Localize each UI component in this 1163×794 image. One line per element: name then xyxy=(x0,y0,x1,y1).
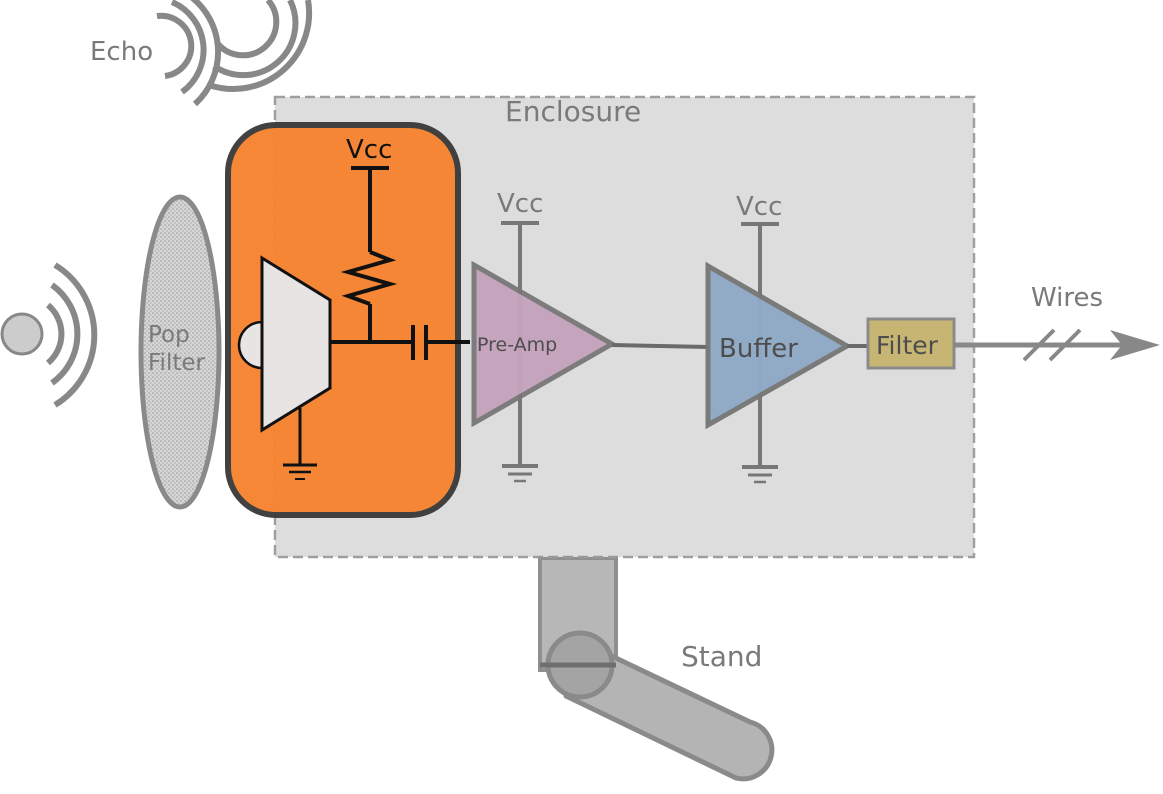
pop-filter-label-line2: Filter xyxy=(148,350,206,376)
buffer-label: Buffer xyxy=(719,334,798,364)
echo-label: Echo xyxy=(90,37,153,67)
stand xyxy=(538,556,775,782)
echo-waves xyxy=(156,0,313,107)
bias-resistor xyxy=(340,166,398,342)
vcc-mic-label: Vcc xyxy=(346,135,392,165)
pop-filter-label-line1: Pop xyxy=(148,322,190,348)
vcc-buffer-label: Vcc xyxy=(736,192,782,222)
wires-label: Wires xyxy=(1031,283,1103,313)
preamp-buffer-wire xyxy=(611,343,710,349)
output-wires xyxy=(954,328,1160,362)
coupling-capacitor xyxy=(411,325,428,360)
preamp-triangle xyxy=(471,260,618,428)
buffer-stage xyxy=(705,222,853,484)
enclosure-label: Enclosure xyxy=(505,95,641,128)
microphone-symbol xyxy=(237,255,470,480)
mic-capsule xyxy=(225,122,461,518)
filter-block xyxy=(866,317,956,370)
buffer-triangle xyxy=(705,261,853,430)
preamp-label: Pre-Amp xyxy=(477,334,557,356)
pop-filter xyxy=(138,194,222,510)
preamp-stage xyxy=(471,221,618,483)
sound-source xyxy=(0,262,98,408)
stand-label: Stand xyxy=(681,640,762,673)
vcc-preamp-label: Vcc xyxy=(497,189,543,219)
filter-label: Filter xyxy=(876,331,939,360)
